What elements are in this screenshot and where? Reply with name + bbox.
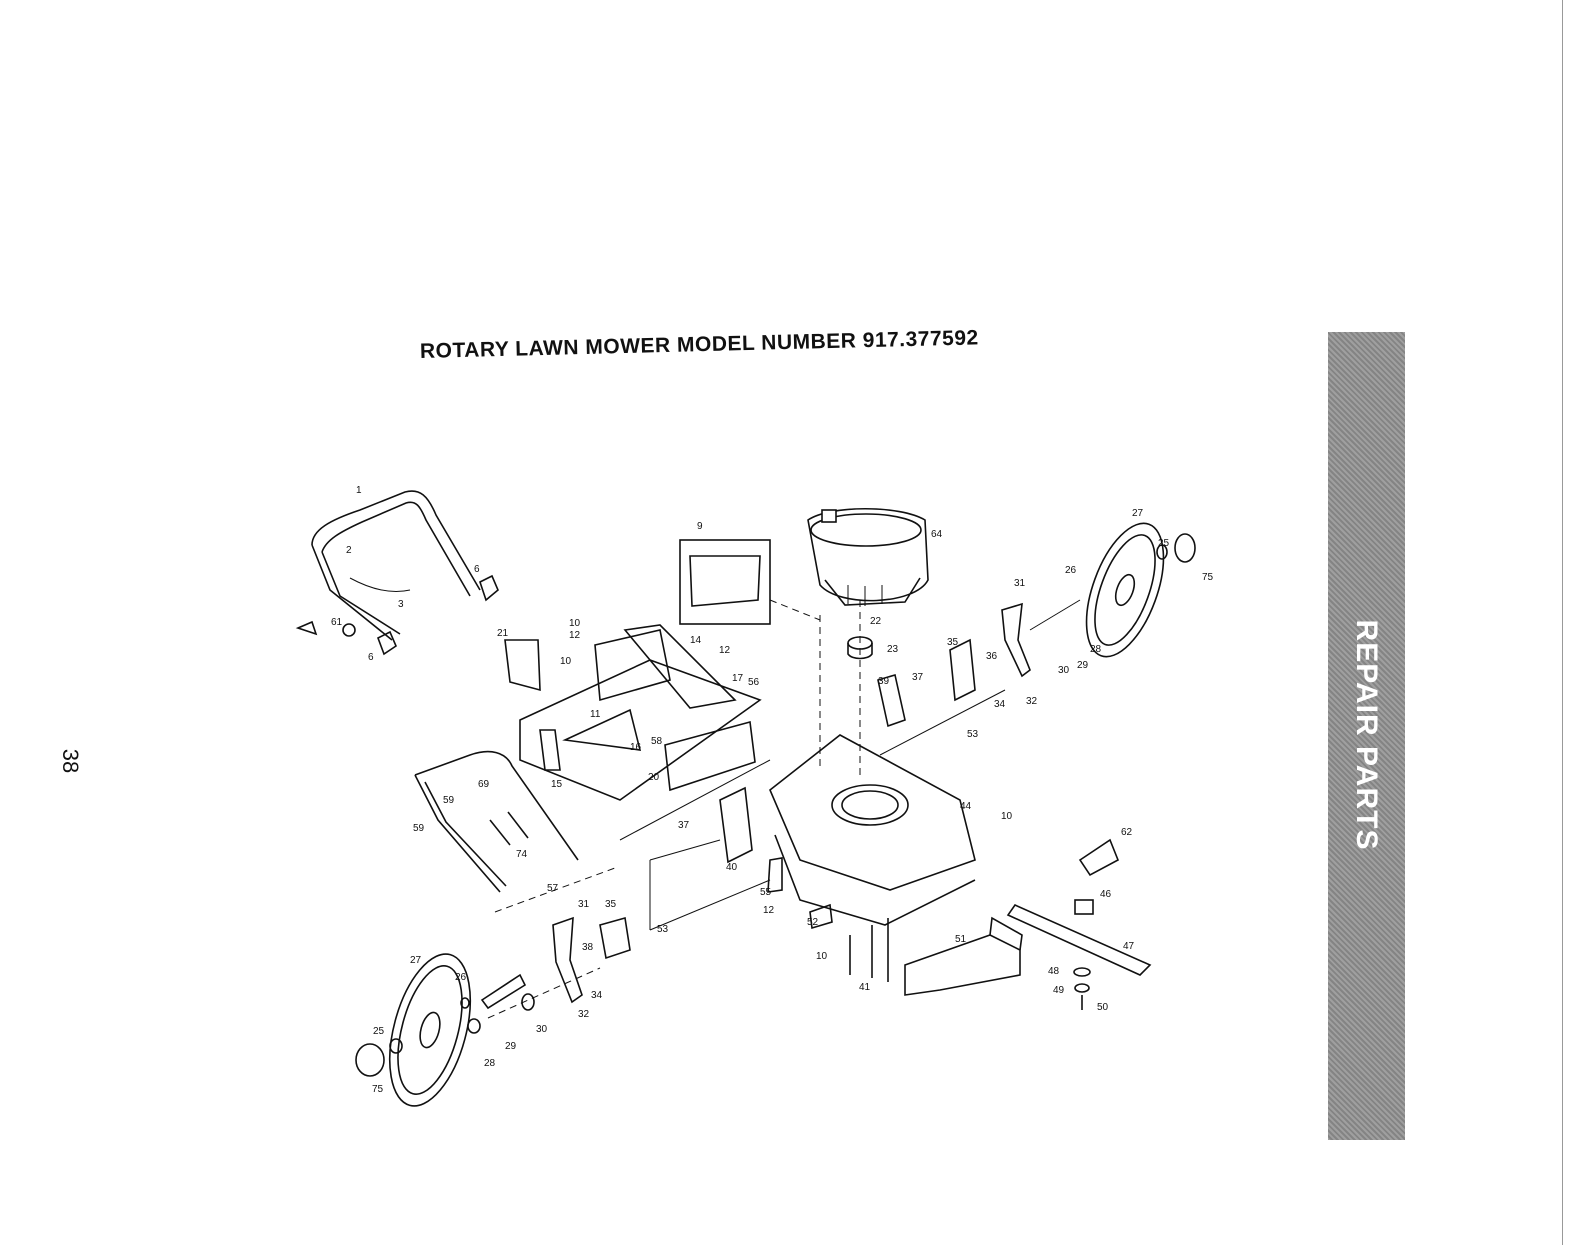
callout: 27 <box>410 955 422 966</box>
callout: 34 <box>591 990 603 1001</box>
callout: 23 <box>887 644 899 655</box>
handle-bolt-6 <box>378 576 498 654</box>
callout: 36 <box>986 651 998 662</box>
callout: 11 <box>590 709 601 720</box>
callout: 6 <box>474 564 480 575</box>
callout: 30 <box>1058 665 1070 676</box>
callout: 20 <box>648 772 660 783</box>
callout: 32 <box>578 1009 590 1020</box>
callout: 25 <box>373 1026 385 1037</box>
callout: 58 <box>651 736 663 747</box>
callout: 41 <box>859 982 871 993</box>
callout: 32 <box>1026 696 1038 707</box>
callout: 39 <box>878 676 890 687</box>
callout: 29 <box>1077 660 1089 671</box>
callout: 47 <box>1123 941 1135 952</box>
deck-bolts <box>850 918 888 982</box>
callout: 49 <box>1053 985 1065 996</box>
callout: 61 <box>331 617 343 628</box>
callout: 1 <box>356 485 362 496</box>
callout: 57 <box>547 883 559 894</box>
callout: 53 <box>967 729 979 740</box>
callout: 59 <box>443 795 455 806</box>
callout: 37 <box>912 672 924 683</box>
callout: 35 <box>605 899 617 910</box>
callout: 6 <box>368 652 374 663</box>
height-adjuster-right <box>878 600 1080 755</box>
callout: 38 <box>582 942 594 953</box>
height-adjuster-left <box>461 918 630 1033</box>
callout: 46 <box>1100 889 1112 900</box>
mower-deck <box>770 580 975 925</box>
cutting-blade <box>1008 840 1150 1010</box>
callout: 75 <box>1202 572 1214 583</box>
callout: 22 <box>870 616 882 627</box>
callout: 10 <box>816 951 828 962</box>
callout: 50 <box>1097 1002 1109 1013</box>
callout: 64 <box>931 529 943 540</box>
callout: 51 <box>955 934 967 945</box>
callout: 48 <box>1048 966 1060 977</box>
callout: 55 <box>760 887 772 898</box>
callout: 9 <box>697 521 703 532</box>
callout: 25 <box>1158 538 1170 549</box>
callout: 30 <box>536 1024 548 1035</box>
callout: 12 <box>719 645 731 656</box>
callout: 21 <box>497 628 509 639</box>
callout: 74 <box>516 849 528 860</box>
callout: 40 <box>726 862 738 873</box>
callout-labels: 1 2 3 6 61 6 21 10 12 10 14 12 17 56 9 6… <box>331 485 1214 1095</box>
callout: 29 <box>505 1041 517 1052</box>
callout: 31 <box>1014 578 1026 589</box>
callout: 26 <box>1065 565 1077 576</box>
callout: 12 <box>569 630 581 641</box>
callout: 69 <box>478 779 490 790</box>
callout: 53 <box>657 924 669 935</box>
callout: 31 <box>578 899 590 910</box>
handle-knob-61 <box>298 622 355 636</box>
callout: 75 <box>372 1084 384 1095</box>
callout: 27 <box>1132 508 1144 519</box>
callout: 28 <box>1090 644 1102 655</box>
callout: 26 <box>455 972 467 983</box>
callout: 28 <box>484 1058 496 1069</box>
callout: 2 <box>346 545 352 556</box>
callout: 44 <box>960 801 972 812</box>
callout: 3 <box>398 599 404 610</box>
callout: 17 <box>732 673 744 684</box>
callout: 10 <box>569 618 581 629</box>
callout: 35 <box>947 637 959 648</box>
callout: 59 <box>413 823 425 834</box>
callout: 56 <box>748 677 760 688</box>
engine <box>808 509 928 606</box>
lower-handle <box>415 752 615 912</box>
callout: 10 <box>1001 811 1013 822</box>
callout: 10 <box>560 656 572 667</box>
callout: 12 <box>763 905 775 916</box>
mulch-plate <box>905 918 1022 995</box>
callout: 62 <box>1121 827 1133 838</box>
callout: 34 <box>994 699 1006 710</box>
callout: 16 <box>630 742 642 753</box>
callout: 15 <box>551 779 563 790</box>
callout: 14 <box>690 635 702 646</box>
callout: 37 <box>678 820 690 831</box>
callout: 52 <box>807 917 819 928</box>
